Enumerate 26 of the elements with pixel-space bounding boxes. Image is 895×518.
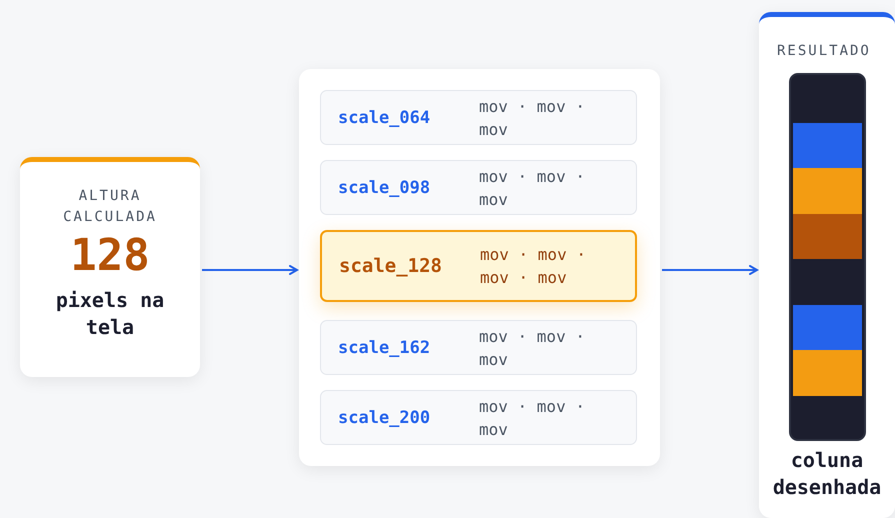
arrow	[202, 265, 298, 275]
scale-name: scale_098	[337, 178, 432, 198]
scale-row	[320, 390, 637, 445]
arrow	[662, 265, 758, 275]
caption-text: RESULTADO	[777, 42, 871, 61]
move-list: mov · mov · mov · mov	[480, 243, 600, 289]
move-list: mov · mov · mov	[479, 164, 599, 210]
caption-text: ALTURA CALCULADA	[62, 187, 158, 227]
scale-row	[320, 320, 637, 375]
scale-name: scale_064	[337, 108, 432, 128]
unit-text: pixels na tela	[54, 287, 166, 341]
caption-text: coluna desenhada	[772, 447, 882, 501]
result-card	[759, 12, 895, 518]
scale-row	[320, 90, 637, 145]
scale-row	[320, 160, 637, 215]
value-text: 128	[69, 230, 151, 281]
info-card	[20, 157, 200, 377]
scale-name: scale_162	[337, 338, 432, 358]
scale-name: scale_200	[337, 408, 432, 428]
pixel-column-drawing	[789, 73, 866, 441]
move-list: mov · mov · mov	[479, 94, 599, 140]
move-list: mov · mov · mov	[479, 324, 599, 370]
highlighted-row	[320, 230, 637, 302]
list-panel	[299, 69, 660, 466]
scale-name: scale_128	[338, 255, 443, 277]
move-list: mov · mov · mov	[479, 394, 599, 440]
